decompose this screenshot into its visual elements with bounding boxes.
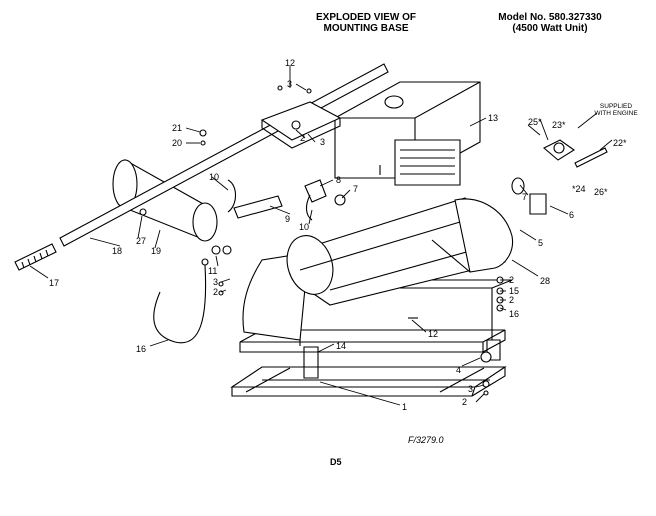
diagram-title-line1: EXPLODED VIEW OF [315,12,416,23]
callout-15: 15 [509,286,519,296]
callout-12: 12 [285,58,295,68]
callout-17: 17 [49,278,59,288]
callout-25: 25* [528,117,542,127]
callout-2: 2 [300,133,305,143]
callout-labels: 1 2 2 2 2 2 3 3 3 3 4 5 6 7 7 8 9 10 10 … [49,58,627,412]
callout-20: 20 [172,138,182,148]
callout-3: 3 [320,137,325,147]
diagram-title-line2: MOUNTING BASE [323,23,409,34]
callout-2: 2 [213,287,218,297]
callout-2: 2 [509,295,514,305]
model-header: Model No. 580.327330 (4500 Watt Unit) [470,12,630,34]
callout-23: 23* [552,120,566,130]
engine-block [334,81,481,186]
drawing-reference: F/3279.0 [408,435,444,445]
callout-18: 18 [112,246,122,256]
callout-14: 14 [336,341,346,351]
muffler-mounting-bracket [260,101,342,149]
callout-22: 22* [613,138,627,148]
callout-1: 1 [402,402,407,412]
callout-9: 9 [285,214,290,224]
hardware-fasteners [199,85,504,396]
callout-27: 27 [136,236,146,246]
callout-3: 3 [468,384,473,394]
callout-8: 8 [336,175,341,185]
supplied-with-engine-note: SUPPLIED WITH ENGINE [584,103,648,117]
callout-16: 16 [509,309,519,319]
cable [153,258,209,344]
callout-3: 3 [287,79,292,89]
callout-7: 7 [522,192,527,202]
callout-2: 2 [462,397,467,407]
callout-13: 13 [488,113,498,123]
callout-7: 7 [353,184,358,194]
callout-3: 3 [213,277,218,287]
callout-12: 12 [428,329,438,339]
model-number: Model No. 580.327330 [498,12,602,23]
callout-21: 21 [172,123,182,133]
callout-28: 28 [540,276,550,286]
muffler [112,159,218,242]
callout-26: 26* [594,187,608,197]
callout-19: 19 [151,246,161,256]
exhaust-pipe [227,179,327,221]
callout-16: 16 [136,344,146,354]
supplied-note-line1: SUPPLIED [599,103,633,110]
generator-housing [242,197,514,341]
callout-4: 4 [456,365,461,375]
callout-2: 2 [509,275,514,285]
leader-lines [29,66,613,406]
callout-11: 11 [208,266,217,276]
model-watt-rating: (4500 Watt Unit) [512,23,588,34]
mounting-base-frame [230,366,507,397]
supplied-note-line2: WITH ENGINE [594,110,638,117]
diagram-title: EXPLODED VIEW OF MOUNTING BASE [296,12,436,34]
callout-6: 6 [569,210,574,220]
callout-24: *24 [572,184,586,194]
callout-5: 5 [538,238,543,248]
callout-10: 10 [209,172,219,182]
callout-10: 10 [299,222,309,232]
bracket-assembly [511,139,608,215]
page-code: D5 [330,457,342,467]
